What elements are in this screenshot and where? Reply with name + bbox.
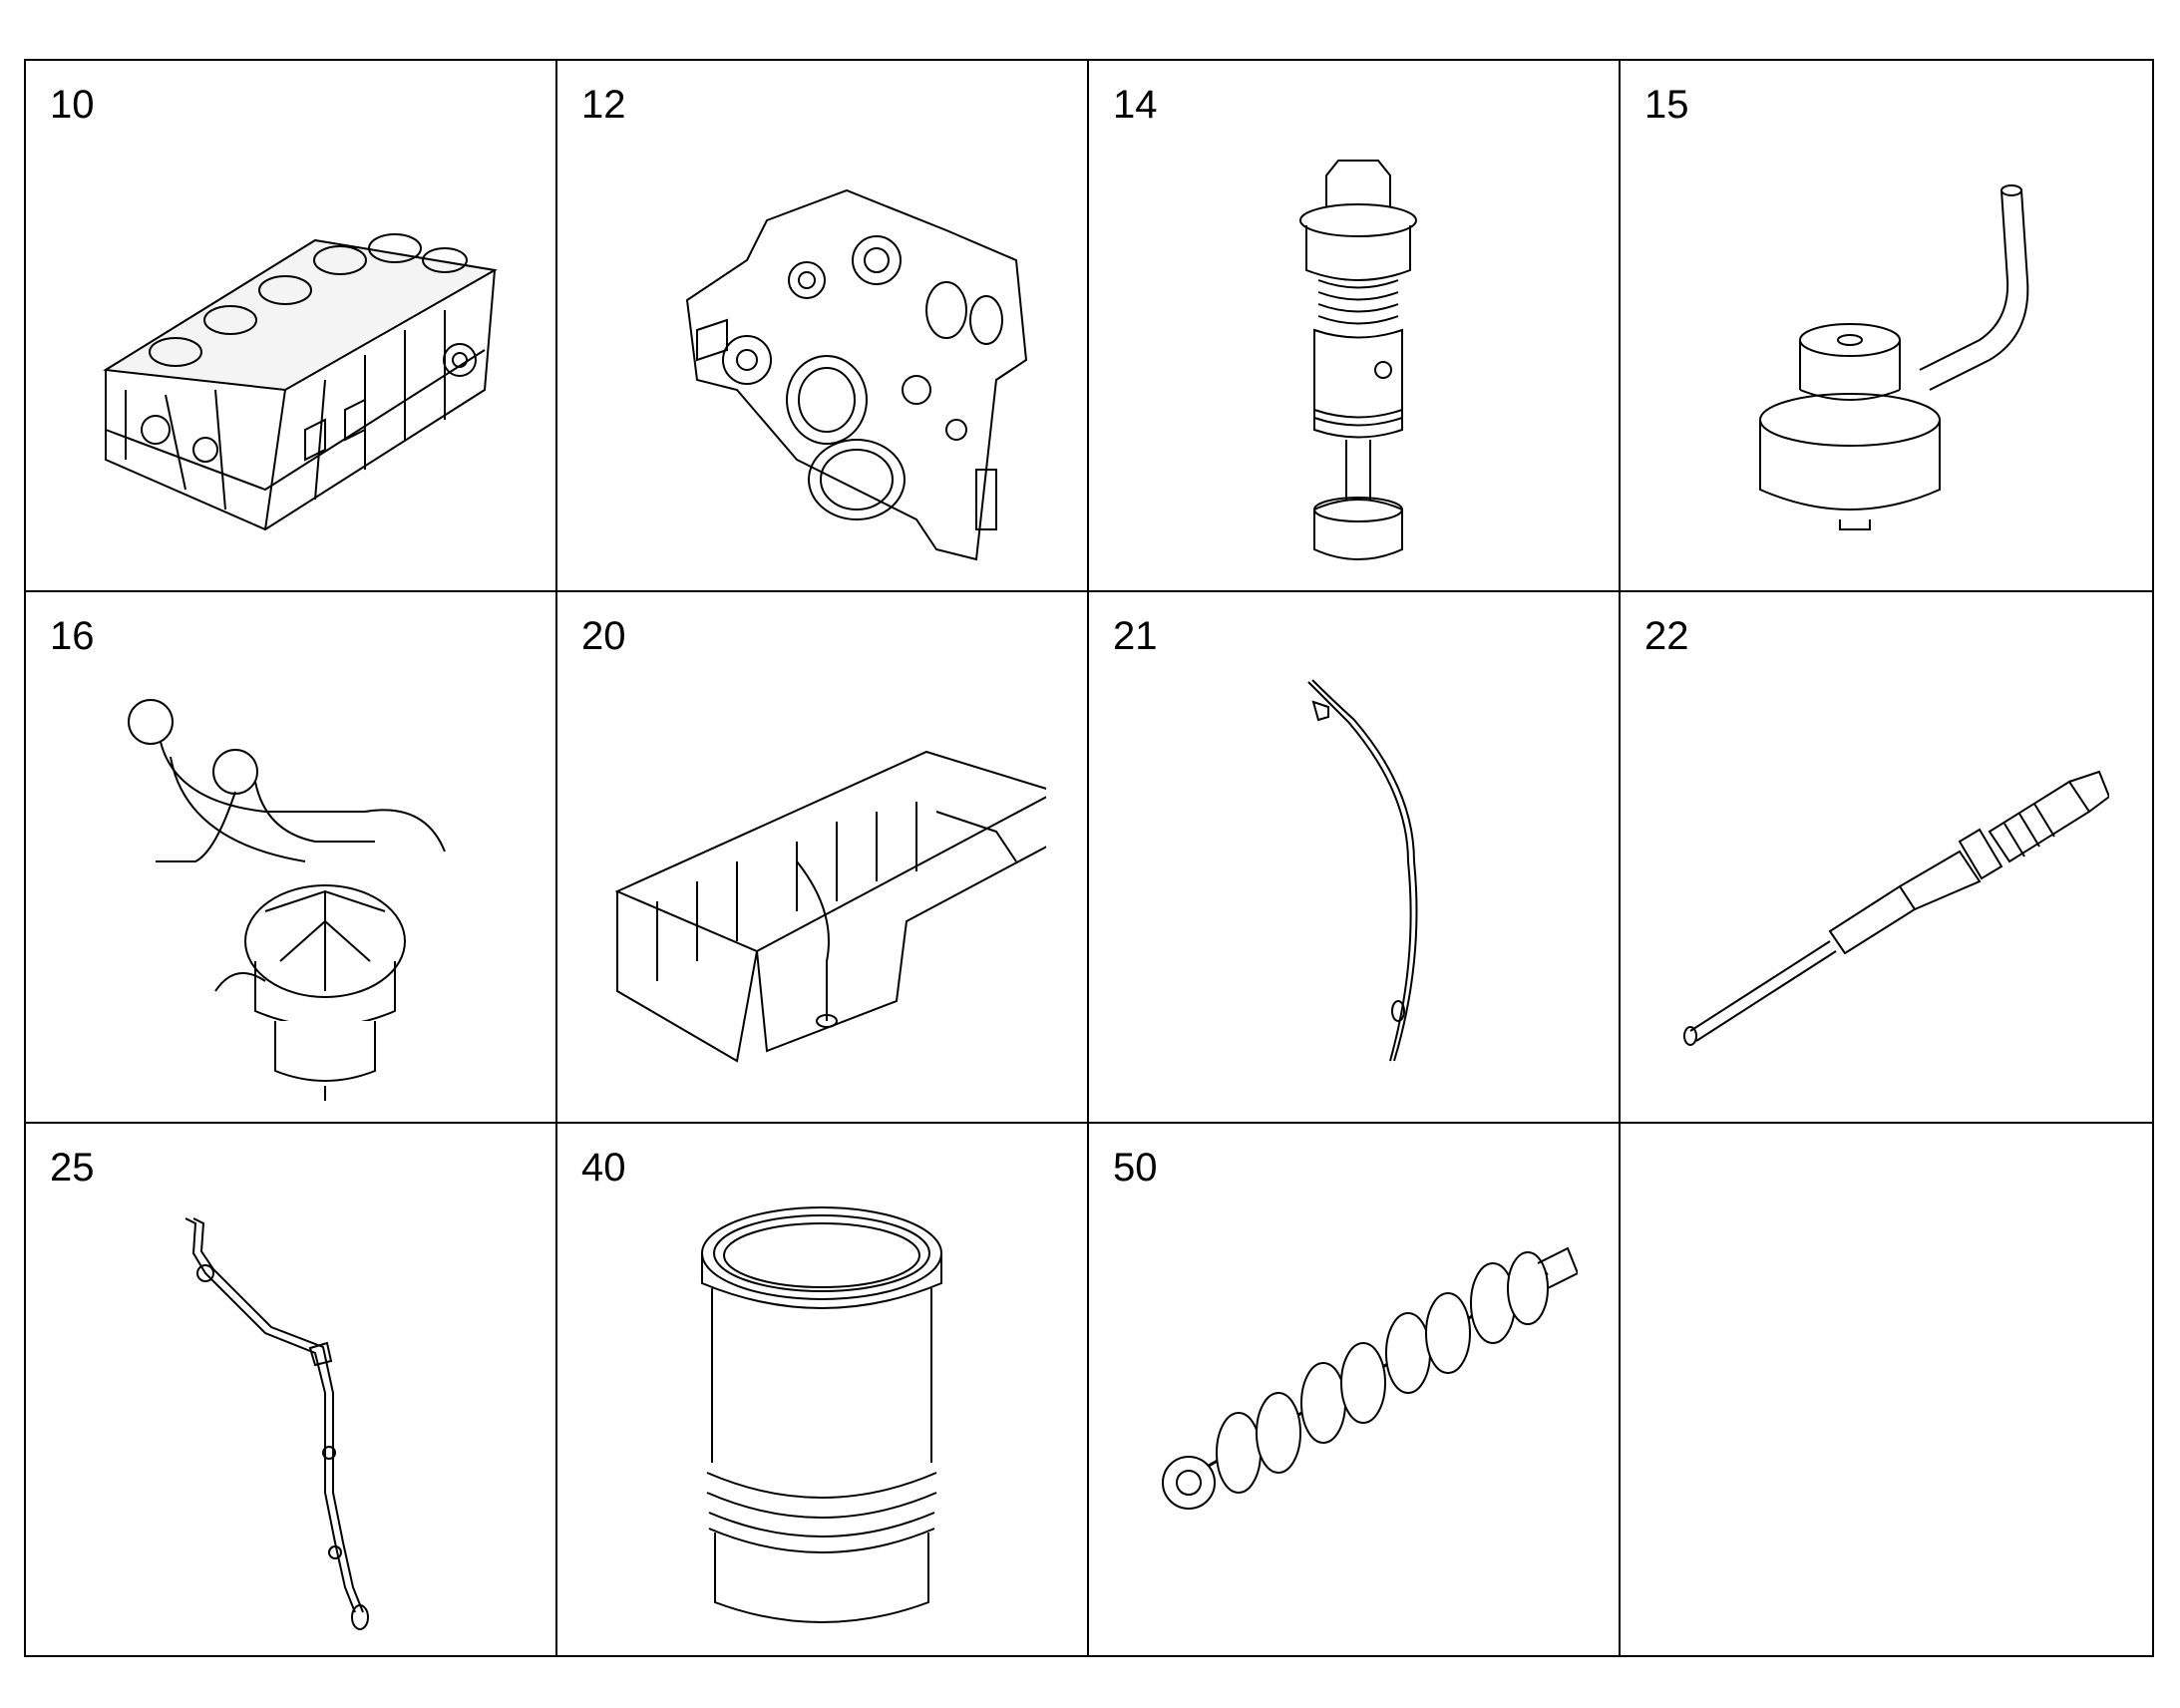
part-number: 10	[50, 83, 95, 127]
oil-pan-icon	[597, 662, 1046, 1101]
parts-grid: 10 12	[24, 59, 2154, 1657]
part-number: 21	[1113, 614, 1158, 658]
part-number: 12	[581, 83, 626, 127]
part-number: 16	[50, 614, 95, 658]
part-cell-22[interactable]: 22	[1621, 592, 2152, 1124]
relief-valve-icon	[1129, 131, 1578, 569]
part-number: 50	[1113, 1146, 1158, 1190]
part-cell-40[interactable]: 40	[557, 1124, 1089, 1655]
part-cell-15[interactable]: 15	[1621, 61, 2152, 592]
crankshaft-icon	[1129, 1194, 1578, 1632]
dipstick-guide-tube-icon	[66, 1194, 515, 1632]
part-number: 25	[50, 1146, 95, 1190]
part-number: 40	[581, 1146, 626, 1190]
part-cell-16[interactable]: 16	[26, 592, 557, 1124]
oil-separator-icon	[66, 662, 515, 1101]
timing-case-icon	[597, 131, 1046, 569]
oil-level-sensor-icon	[1660, 662, 2109, 1101]
cylinder-liner-icon	[597, 1194, 1046, 1632]
part-cell-14[interactable]: 14	[1089, 61, 1621, 592]
part-cell-25[interactable]: 25	[26, 1124, 557, 1655]
empty-cell	[1621, 1124, 2152, 1655]
part-cell-20[interactable]: 20	[557, 592, 1089, 1124]
part-cell-21[interactable]: 21	[1089, 592, 1621, 1124]
part-number: 20	[581, 614, 626, 658]
part-cell-12[interactable]: 12	[557, 61, 1089, 592]
part-number: 15	[1644, 83, 1689, 127]
dipstick-icon	[1129, 662, 1578, 1101]
part-cell-10[interactable]: 10	[26, 61, 557, 592]
oil-spray-nozzle-icon	[1660, 131, 2109, 569]
part-number: 22	[1644, 614, 1689, 658]
part-cell-50[interactable]: 50	[1089, 1124, 1621, 1655]
cylinder-block-icon	[66, 131, 515, 569]
part-number: 14	[1113, 83, 1158, 127]
